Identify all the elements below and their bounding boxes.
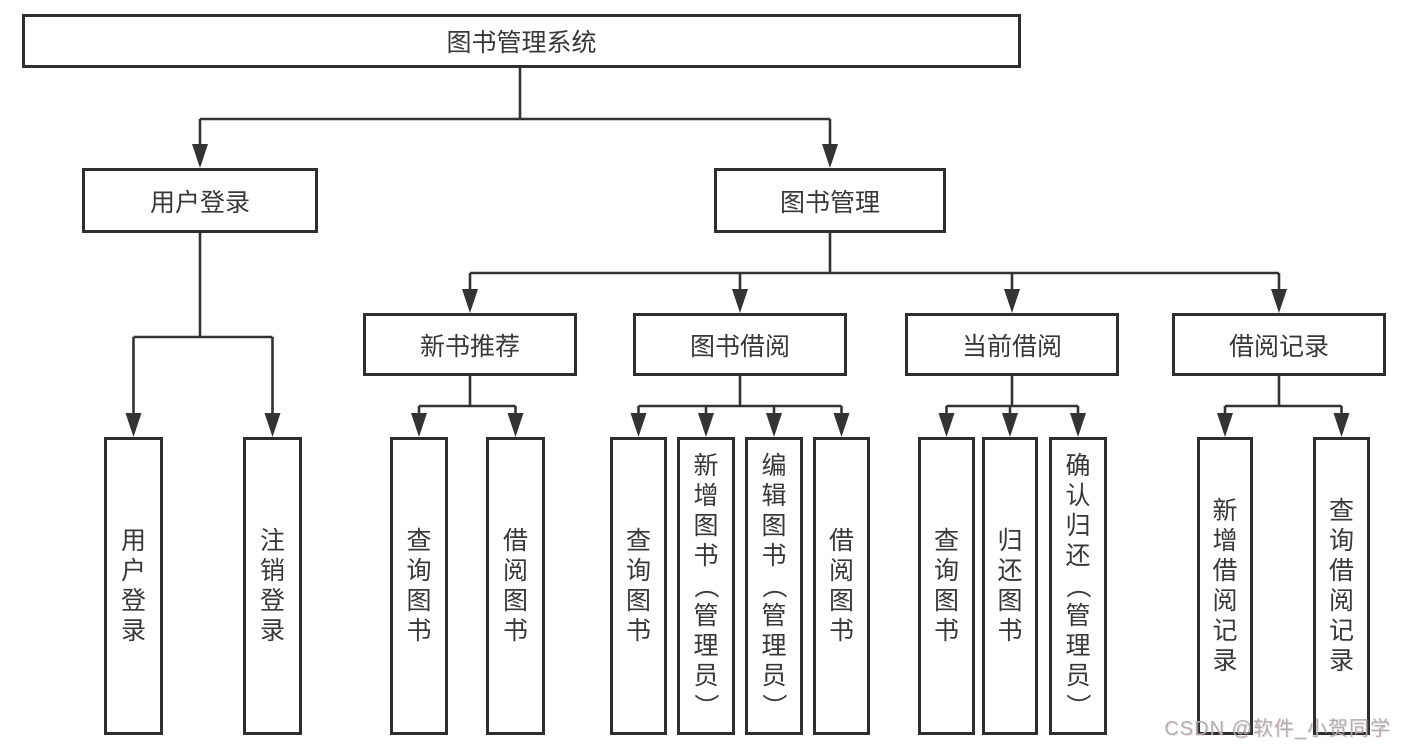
edge-current-borrowing-to-leaves (938, 376, 1086, 437)
node-current-borrowing: 当前借阅 (905, 313, 1119, 376)
edge-root-to-level2 (192, 68, 838, 168)
leaf-return-books: 归还图书 (982, 437, 1038, 735)
node-new-book-recommend: 新书推荐 (363, 313, 577, 376)
node-label: 用户登录 (120, 527, 146, 645)
leaf-query-borrow-record: 查询借阅记录 (1313, 437, 1370, 735)
node-book-borrowing: 图书借阅 (633, 313, 847, 376)
node-label: 新增借阅记录 (1212, 497, 1238, 675)
node-label: 查询图书 (625, 527, 651, 645)
node-label: 借阅图书 (828, 527, 854, 645)
leaf-edit-book-admin: 编辑图书（管理员） (745, 437, 803, 735)
leaf-borrow-books-recommend: 借阅图书 (486, 437, 545, 735)
node-label: 编辑图书（管理员） (759, 452, 788, 719)
node-label: 查询图书 (406, 527, 432, 645)
leaf-user-login: 用户登录 (104, 437, 163, 735)
node-label: 当前借阅 (961, 332, 1062, 361)
node-label: 借阅图书 (502, 527, 528, 645)
leaf-borrow-books-borrowing: 借阅图书 (813, 437, 870, 735)
node-user-login: 用户登录 (82, 168, 318, 233)
node-system-root: 图书管理系统 (22, 14, 1021, 68)
node-label: 新增图书（管理员） (691, 452, 720, 719)
edge-book-management-to-level3 (462, 232, 1287, 313)
node-label: 确认归还（管理员） (1063, 452, 1092, 719)
node-label: 注销登录 (259, 527, 285, 645)
node-borrowing-records: 借阅记录 (1172, 313, 1386, 376)
node-label: 用户登录 (149, 188, 250, 217)
node-label: 图书管理 (779, 188, 880, 217)
leaf-query-books-borrowing: 查询图书 (610, 437, 667, 735)
node-label: 借阅记录 (1228, 332, 1329, 361)
node-label: 查询借阅记录 (1328, 497, 1354, 675)
leaf-add-borrow-record: 新增借阅记录 (1197, 437, 1253, 735)
leaf-logout: 注销登录 (243, 437, 302, 735)
edge-borrowing-records-to-leaves (1217, 376, 1350, 437)
leaf-add-book-admin: 新增图书（管理员） (677, 437, 735, 735)
node-book-management: 图书管理 (714, 168, 946, 233)
leaf-query-books-recommend: 查询图书 (390, 437, 448, 735)
csdn-watermark: CSDN @软件_小贺同学 (1164, 718, 1391, 740)
edge-new-book-recommend-to-leaves (411, 376, 524, 437)
edge-book-borrowing-to-leaves (630, 376, 850, 437)
node-label: 查询图书 (933, 527, 959, 645)
leaf-query-books-current: 查询图书 (918, 437, 975, 735)
node-label: 图书管理系统 (446, 29, 597, 57)
node-label: 图书借阅 (689, 332, 790, 361)
edge-user-login-to-leaves (125, 232, 281, 437)
leaf-confirm-return-admin: 确认归还（管理员） (1049, 437, 1107, 735)
node-label: 归还图书 (997, 527, 1023, 645)
node-label: 新书推荐 (419, 332, 520, 361)
